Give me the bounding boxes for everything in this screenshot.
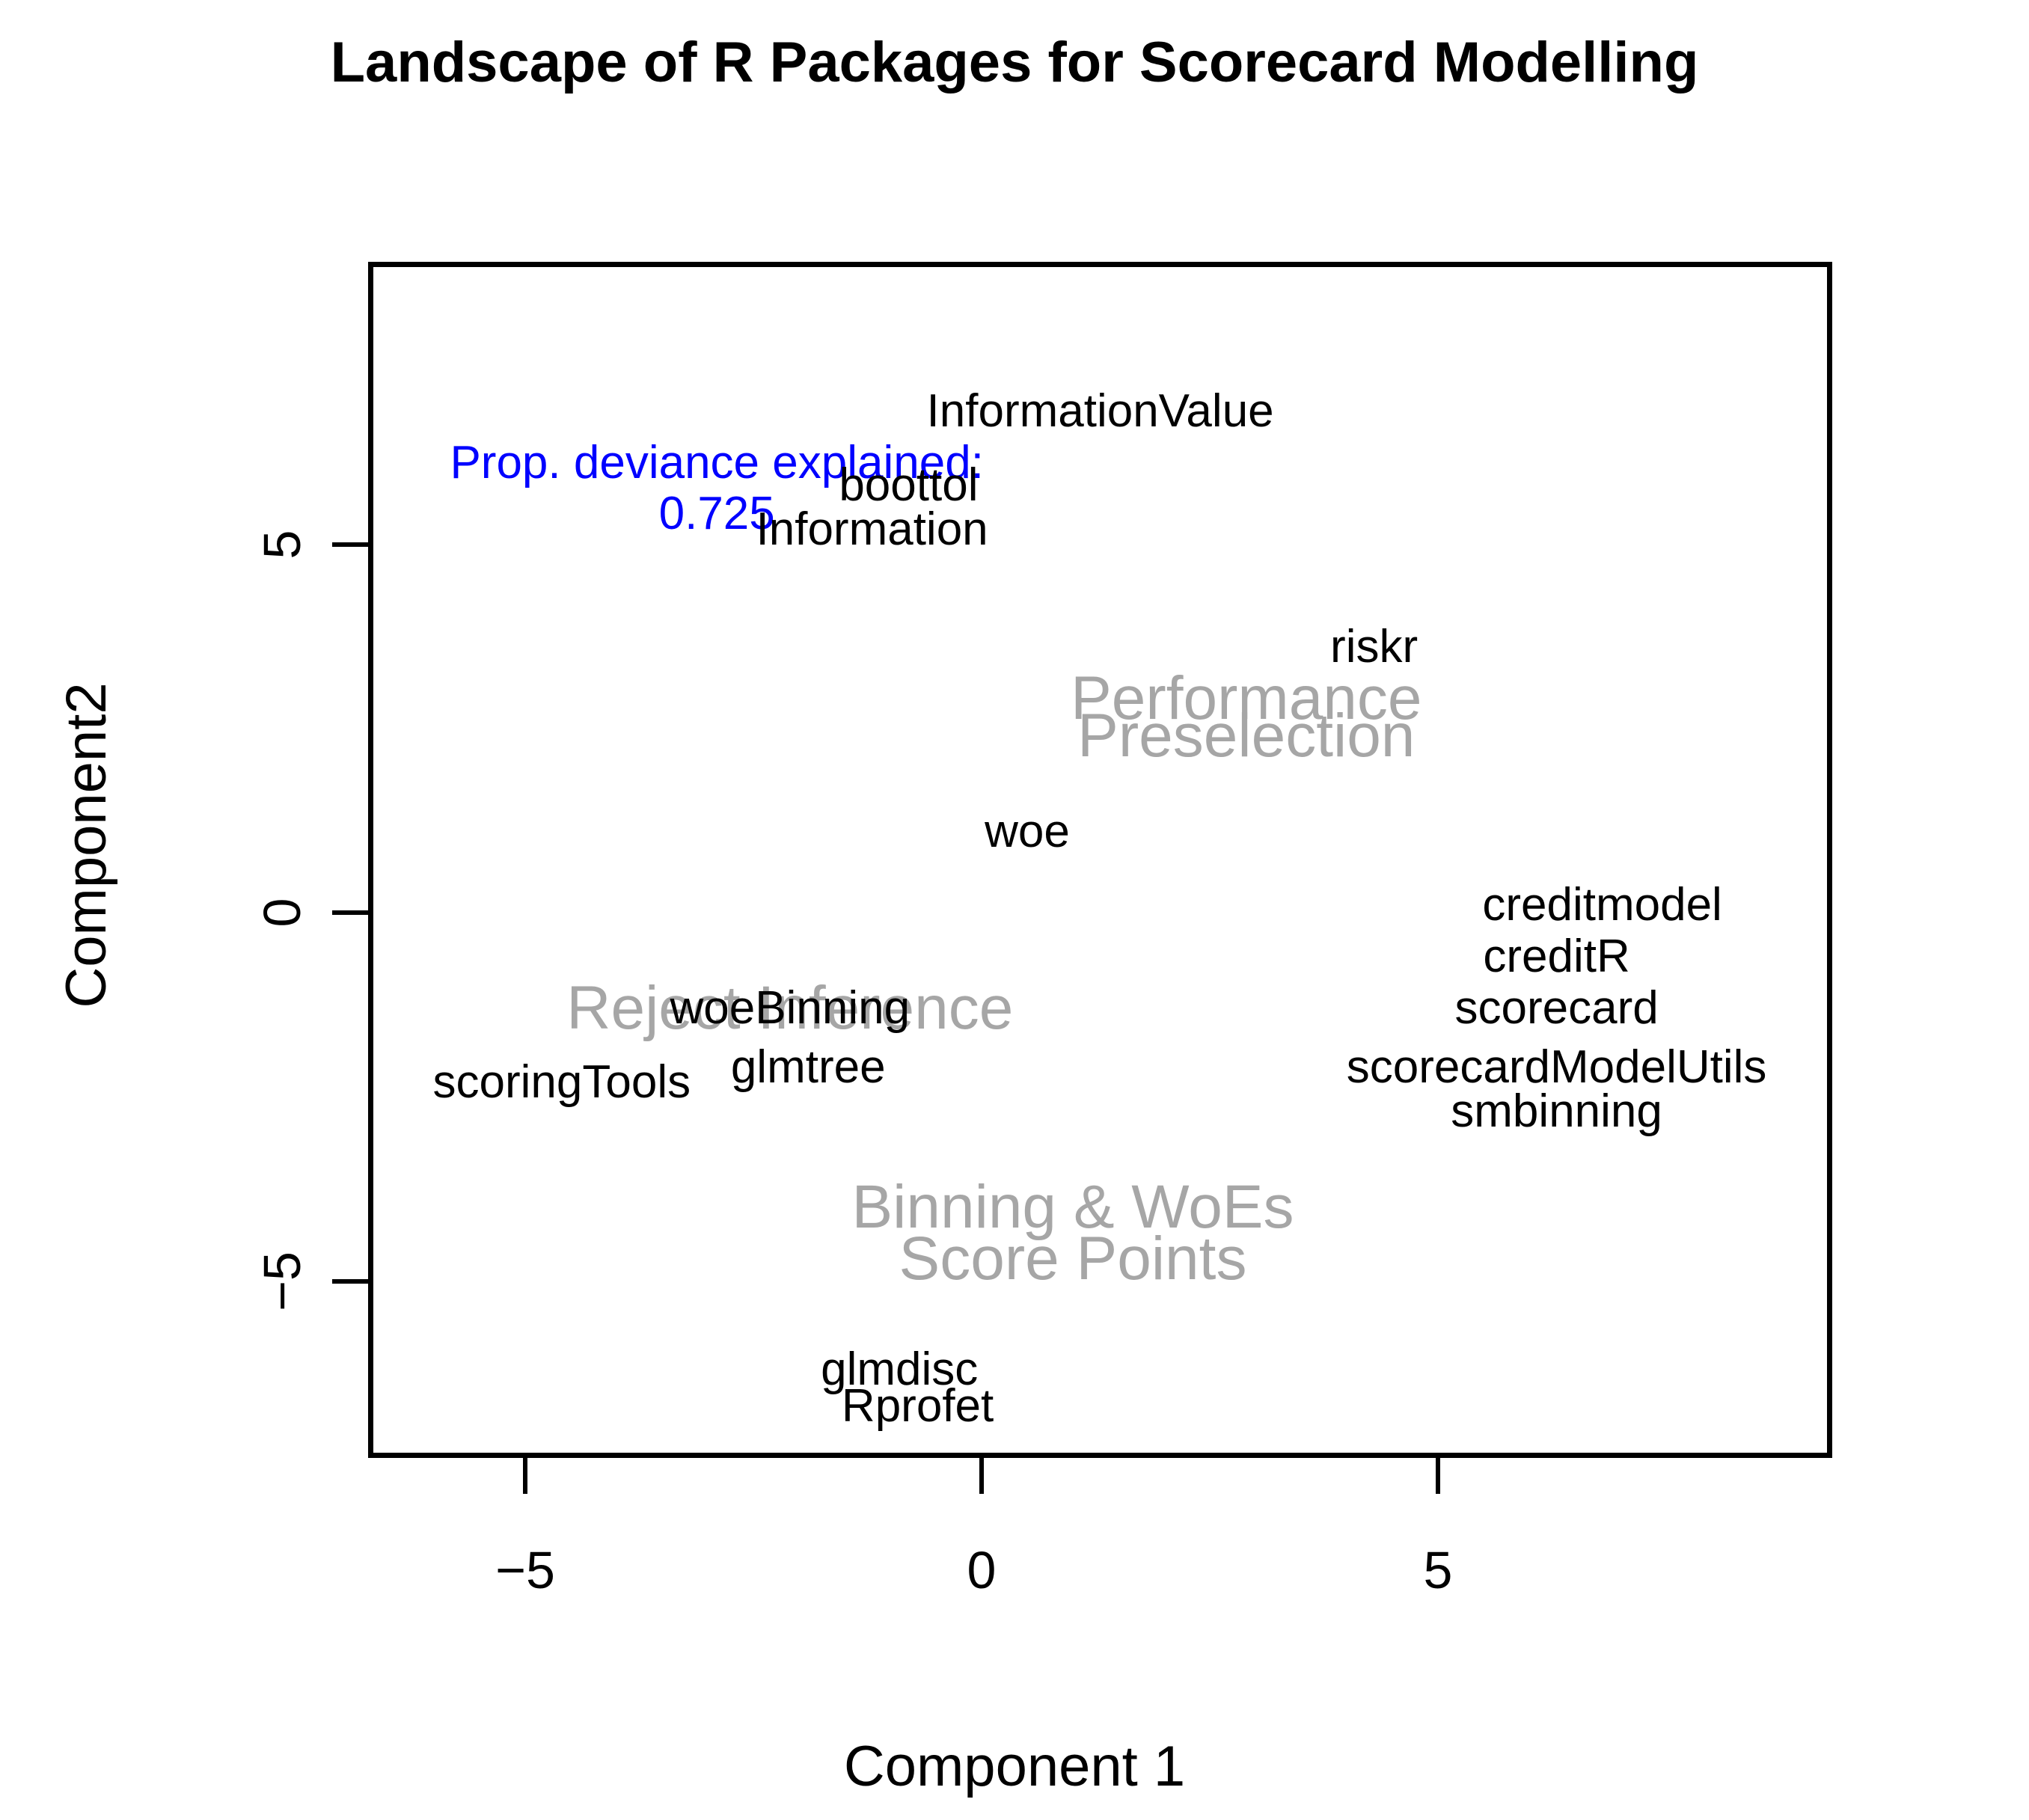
x-axis-tick bbox=[523, 1458, 527, 1494]
cluster-label: Preselection bbox=[1077, 701, 1416, 770]
y-axis-tick bbox=[332, 542, 368, 547]
y-axis-tick bbox=[332, 910, 368, 915]
cluster-label: Binning & WoEs bbox=[851, 1173, 1294, 1241]
cluster-label: Reject Inference bbox=[566, 974, 1014, 1043]
cluster-label: Performance bbox=[1071, 664, 1422, 733]
package-label: woeBinning bbox=[670, 982, 911, 1035]
deviance-annotation-line: 0.725 bbox=[658, 488, 775, 540]
y-axis-tick-label: 5 bbox=[253, 530, 311, 559]
package-label: scorecardModelUtils bbox=[1346, 1041, 1767, 1093]
package-label: scoringTools bbox=[432, 1055, 691, 1108]
cluster-label: Score Points bbox=[899, 1224, 1247, 1293]
package-label: smbinning bbox=[1451, 1085, 1662, 1137]
package-label: InformationValue bbox=[926, 385, 1274, 438]
plot-frame bbox=[368, 262, 1832, 1458]
y-axis-tick bbox=[332, 1278, 368, 1284]
x-axis-tick bbox=[979, 1458, 984, 1494]
package-label: boottol bbox=[839, 459, 979, 511]
y-axis-tick-label: −5 bbox=[253, 1251, 311, 1311]
package-label: glmdisc bbox=[821, 1343, 979, 1395]
package-label: riskr bbox=[1330, 621, 1419, 673]
deviance-annotation-line: Prop. deviance explained: bbox=[450, 437, 984, 489]
x-axis-tick-label: −5 bbox=[495, 1541, 555, 1599]
package-label: woe bbox=[985, 805, 1070, 857]
x-axis-title: Component 1 bbox=[843, 1735, 1186, 1798]
package-label: creditmodel bbox=[1482, 879, 1722, 931]
package-label: Information bbox=[756, 503, 988, 555]
page-title: Landscape of R Packages for Scorecard Mo… bbox=[330, 31, 1699, 94]
x-axis-tick-label: 0 bbox=[967, 1541, 997, 1599]
x-axis-tick-label: 5 bbox=[1423, 1541, 1453, 1599]
package-label: creditR bbox=[1483, 931, 1630, 983]
package-label: scorecard bbox=[1454, 982, 1659, 1035]
package-label: Rprofet bbox=[841, 1379, 994, 1432]
y-axis-tick-label: 0 bbox=[253, 898, 311, 928]
package-label: glmtree bbox=[730, 1041, 886, 1093]
x-axis-tick bbox=[1436, 1458, 1440, 1494]
y-axis-title: Component2 bbox=[55, 682, 118, 1008]
